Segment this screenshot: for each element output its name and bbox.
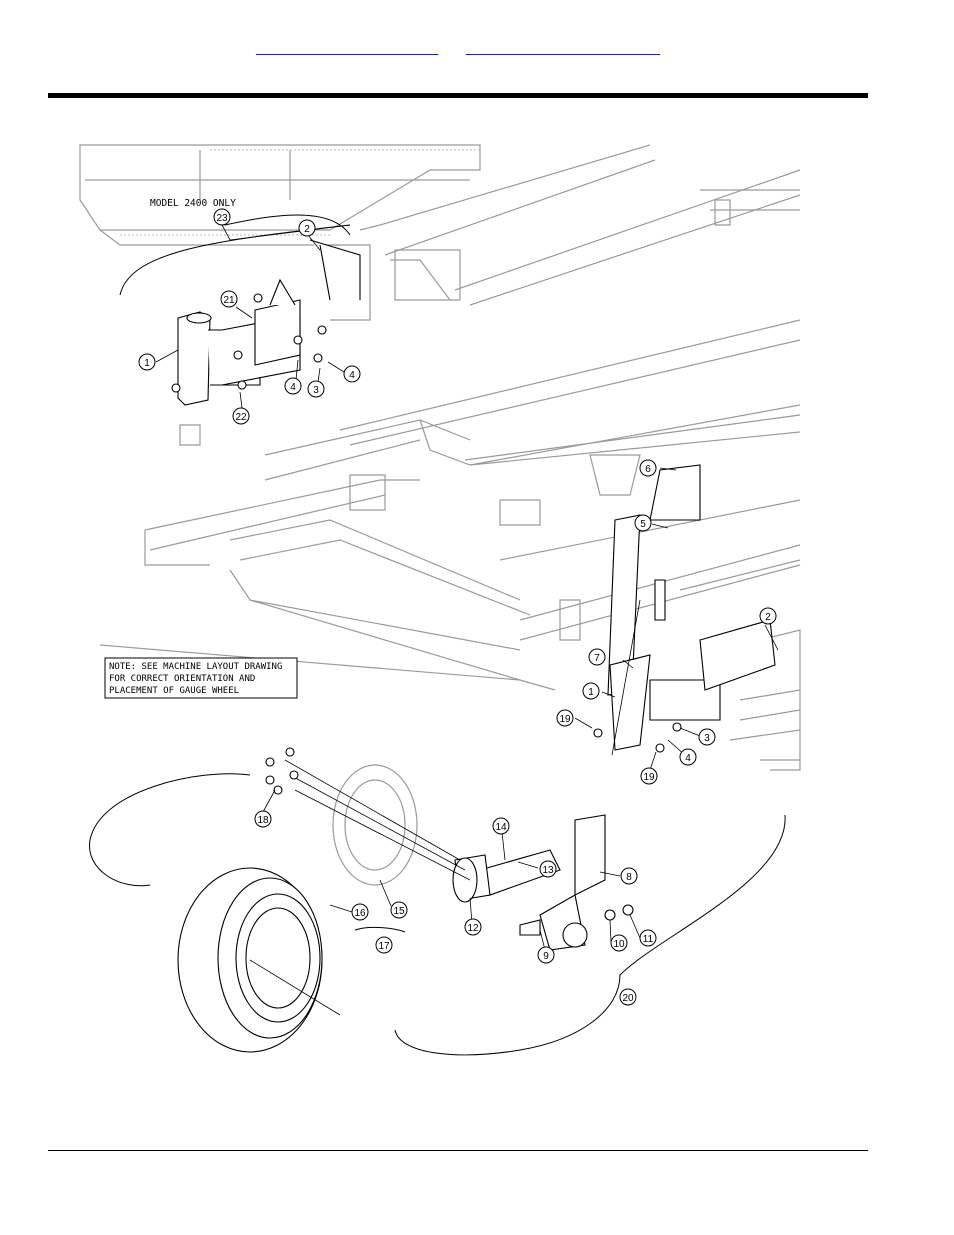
- note-line-3: PLACEMENT OF GAUGE WHEEL: [109, 686, 239, 696]
- svg-text:6: 6: [645, 464, 651, 475]
- svg-text:1: 1: [588, 687, 594, 698]
- model-note: MODEL 2400 ONLY: [150, 198, 236, 209]
- svg-text:14: 14: [495, 822, 507, 833]
- callout-2: 2: [299, 220, 315, 236]
- callout-20: 20: [620, 989, 636, 1005]
- svg-text:4: 4: [685, 753, 691, 764]
- wheel-envelope: [90, 774, 250, 886]
- note-line-1: NOTE: SEE MACHINE LAYOUT DRAWING: [109, 662, 282, 672]
- svg-text:15: 15: [393, 906, 405, 917]
- svg-text:4: 4: [349, 370, 355, 381]
- upper-bracket-assembly: [172, 240, 360, 405]
- callout-14: 14: [493, 818, 509, 834]
- svg-text:19: 19: [559, 714, 571, 725]
- model-2400-envelope: [120, 225, 350, 295]
- svg-text:1: 1: [144, 358, 150, 369]
- callout-21: 21: [221, 291, 237, 307]
- svg-text:16: 16: [354, 908, 366, 919]
- callout-16: 16: [352, 904, 368, 920]
- orientation-note: NOTE: SEE MACHINE LAYOUT DRAWING FOR COR…: [105, 658, 297, 698]
- svg-text:13: 13: [542, 865, 554, 876]
- callout-10: 10: [611, 935, 627, 951]
- svg-text:3: 3: [313, 385, 319, 396]
- svg-text:21: 21: [223, 295, 235, 306]
- svg-text:2: 2: [304, 224, 310, 235]
- callout-19: 19: [557, 710, 573, 726]
- note-line-2: FOR CORRECT ORIENTATION AND: [109, 674, 255, 684]
- callout-19b: 19: [641, 768, 657, 784]
- callout-8: 8: [621, 868, 637, 884]
- svg-text:11: 11: [643, 934, 654, 945]
- svg-text:12: 12: [467, 923, 479, 934]
- svg-text:8: 8: [626, 872, 632, 883]
- callout-7: 7: [589, 649, 605, 665]
- callout-15: 15: [391, 902, 407, 918]
- svg-text:2: 2: [765, 612, 771, 623]
- svg-text:22: 22: [235, 412, 247, 423]
- footer-rule: [48, 1150, 868, 1151]
- callout-4c: 4: [680, 749, 696, 765]
- callout-2b: 2: [760, 608, 776, 624]
- callout-11: 11: [640, 930, 656, 946]
- callout-5: 5: [635, 515, 651, 531]
- callout-9: 9: [538, 947, 554, 963]
- callout-6: 6: [640, 460, 656, 476]
- callout-4: 4: [285, 378, 301, 394]
- callout-18: 18: [255, 811, 271, 827]
- callout-1: 1: [139, 354, 155, 370]
- svg-text:10: 10: [613, 939, 625, 950]
- callout-3: 3: [308, 381, 324, 397]
- svg-text:4: 4: [290, 382, 296, 393]
- svg-text:5: 5: [640, 519, 646, 530]
- callout-12: 12: [465, 919, 481, 935]
- callout-1b: 1: [583, 683, 599, 699]
- svg-text:7: 7: [594, 653, 600, 664]
- callout-13: 13: [540, 861, 556, 877]
- callout-23: 23: [214, 209, 230, 225]
- callout-17: 17: [376, 937, 392, 953]
- svg-text:17: 17: [378, 941, 390, 952]
- svg-text:9: 9: [543, 951, 549, 962]
- svg-text:23: 23: [216, 213, 228, 224]
- callout-22: 22: [233, 408, 249, 424]
- svg-text:3: 3: [704, 733, 710, 744]
- svg-text:18: 18: [257, 815, 269, 826]
- callout-3b: 3: [699, 729, 715, 745]
- svg-text:19: 19: [643, 772, 655, 783]
- tire-group-bracket: [355, 927, 405, 932]
- svg-text:20: 20: [622, 993, 634, 1004]
- callout-4b: 4: [344, 366, 360, 382]
